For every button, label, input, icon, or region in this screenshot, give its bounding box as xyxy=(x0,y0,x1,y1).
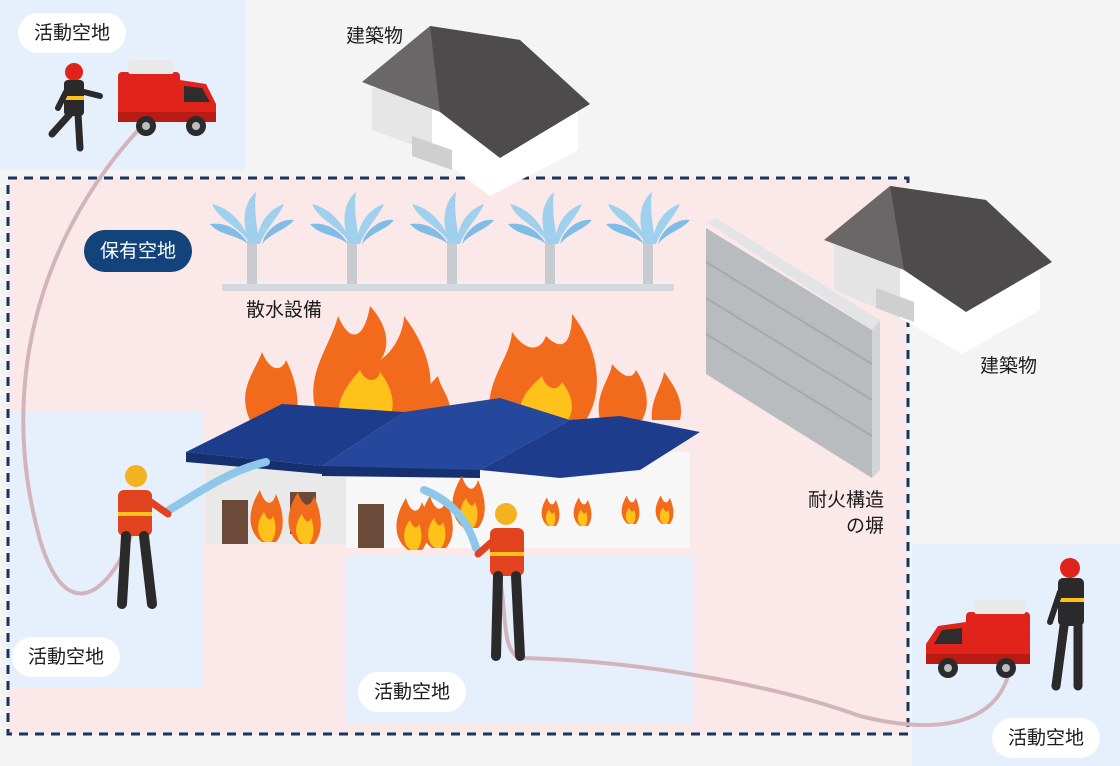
firefighter-right xyxy=(1047,558,1084,691)
building-right-illustration xyxy=(824,186,1052,354)
fire-truck-bottom-right xyxy=(926,600,1030,678)
label-retained-space: 保有空地 xyxy=(84,230,193,272)
firefighter-center xyxy=(474,503,525,661)
label-fireproof-wall: 耐火構造 の塀 xyxy=(792,488,884,539)
retained-space-border xyxy=(6,176,910,736)
water-jet-left xyxy=(162,458,270,516)
sprinkler-system-illustration xyxy=(210,192,690,291)
firefighter-top-left xyxy=(48,63,103,152)
label-fireproof-wall-line2: の塀 xyxy=(845,514,884,537)
burning-building-illustration xyxy=(186,398,700,550)
label-activity-space-center: 活動空地 xyxy=(358,672,467,712)
label-activity-space-bottom-right: 活動空地 xyxy=(992,718,1101,758)
building-top-illustration xyxy=(362,26,590,196)
label-fireproof-wall-line1: 耐火構造 xyxy=(807,489,884,511)
firefighter-left xyxy=(117,465,172,609)
fireproof-wall-illustration xyxy=(705,218,880,478)
water-jet-center xyxy=(420,486,480,552)
hose-center xyxy=(496,569,1014,727)
label-sprinkler: 散水設備 xyxy=(246,299,323,321)
label-activity-space-top-left: 活動空地 xyxy=(18,13,127,53)
hose-left xyxy=(21,120,148,596)
label-building-right: 建築物 xyxy=(980,355,1038,377)
label-activity-space-left: 活動空地 xyxy=(12,637,121,677)
fire-truck-top-left xyxy=(118,60,216,136)
label-building-top: 建築物 xyxy=(346,25,404,47)
